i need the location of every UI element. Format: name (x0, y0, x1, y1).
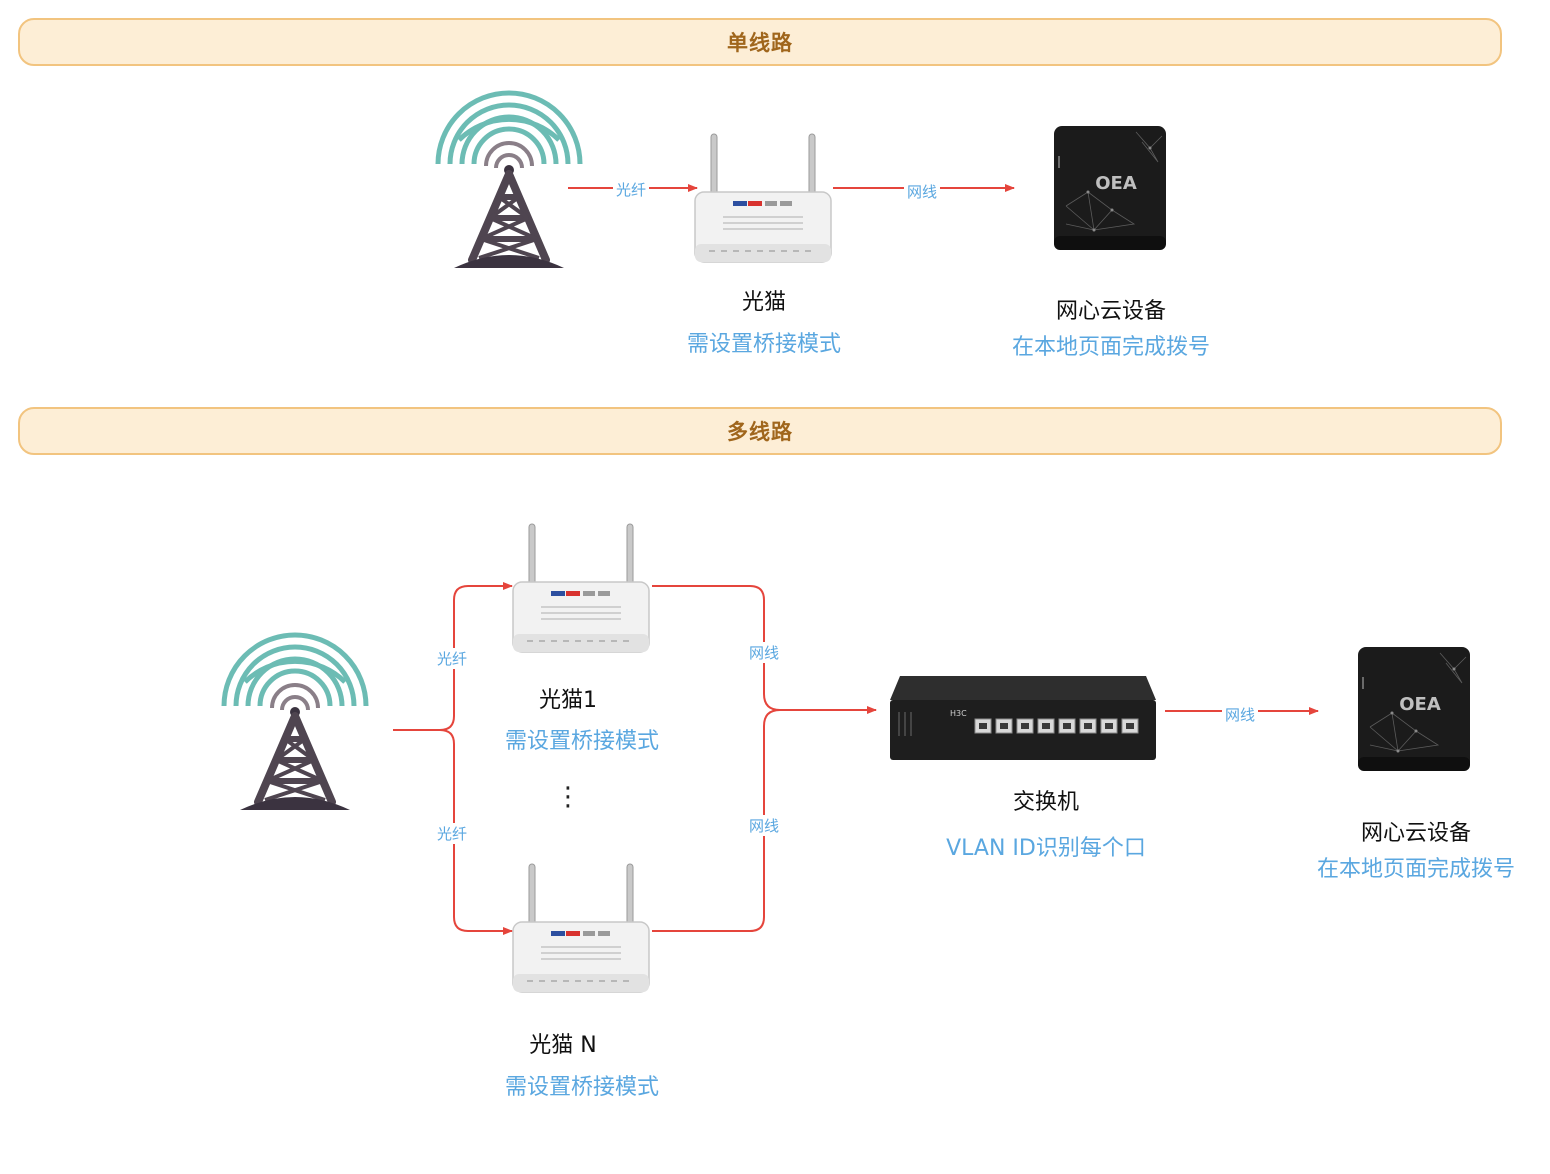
section-title-multi: 多线路 (727, 420, 793, 444)
link-label-cable-bottom: 网线 (745, 815, 783, 836)
link-label-fiber: 光纤 (612, 179, 650, 200)
ellipsis: ⋮ (555, 782, 581, 812)
multi-line-diagram: H3C (224, 523, 1471, 993)
modem-name: 光猫 (741, 290, 787, 315)
device-note: 在本地页面完成拨号 (1316, 857, 1516, 882)
section-banner-multi: 多线路 (18, 407, 1502, 455)
cell-tower-icon (224, 635, 366, 810)
section-banner-single: 单线路 (18, 18, 1502, 66)
modem1-note: 需设置桥接模式 (504, 729, 660, 754)
device-name: 网心云设备 (1360, 821, 1472, 846)
device-name: 网心云设备 (1055, 299, 1167, 324)
cloud-box-icon (1357, 646, 1471, 772)
link-label-cable-top: 网线 (745, 642, 783, 663)
cable-arrow-bottom (652, 709, 781, 932)
cloud-box-icon (1053, 125, 1167, 251)
link-label-fiber-top: 光纤 (433, 648, 471, 669)
modemN-note: 需设置桥接模式 (504, 1075, 660, 1100)
link-label-fiber-bottom: 光纤 (433, 823, 471, 844)
link-label-cable: 网线 (903, 181, 941, 202)
modem-note: 需设置桥接模式 (686, 332, 842, 357)
network-switch-icon: H3C (890, 676, 1156, 760)
fiber-arrow-bottom (439, 729, 513, 935)
section-title-single: 单线路 (727, 31, 793, 55)
cell-tower-icon (438, 93, 580, 268)
optical-modem-icon (694, 133, 832, 263)
modem1-name: 光猫1 (539, 688, 597, 713)
optical-modem-icon (512, 863, 650, 993)
svg-text:H3C: H3C (950, 709, 967, 718)
link-label-cable-out: 网线 (1221, 704, 1259, 725)
single-line-diagram (438, 93, 1167, 268)
optical-modem-icon (512, 523, 650, 653)
modemN-name: 光猫 N (529, 1033, 597, 1058)
switch-note: VLAN ID识别每个口 (946, 836, 1146, 861)
device-note: 在本地页面完成拨号 (1011, 335, 1211, 360)
switch-name: 交换机 (1012, 790, 1080, 815)
